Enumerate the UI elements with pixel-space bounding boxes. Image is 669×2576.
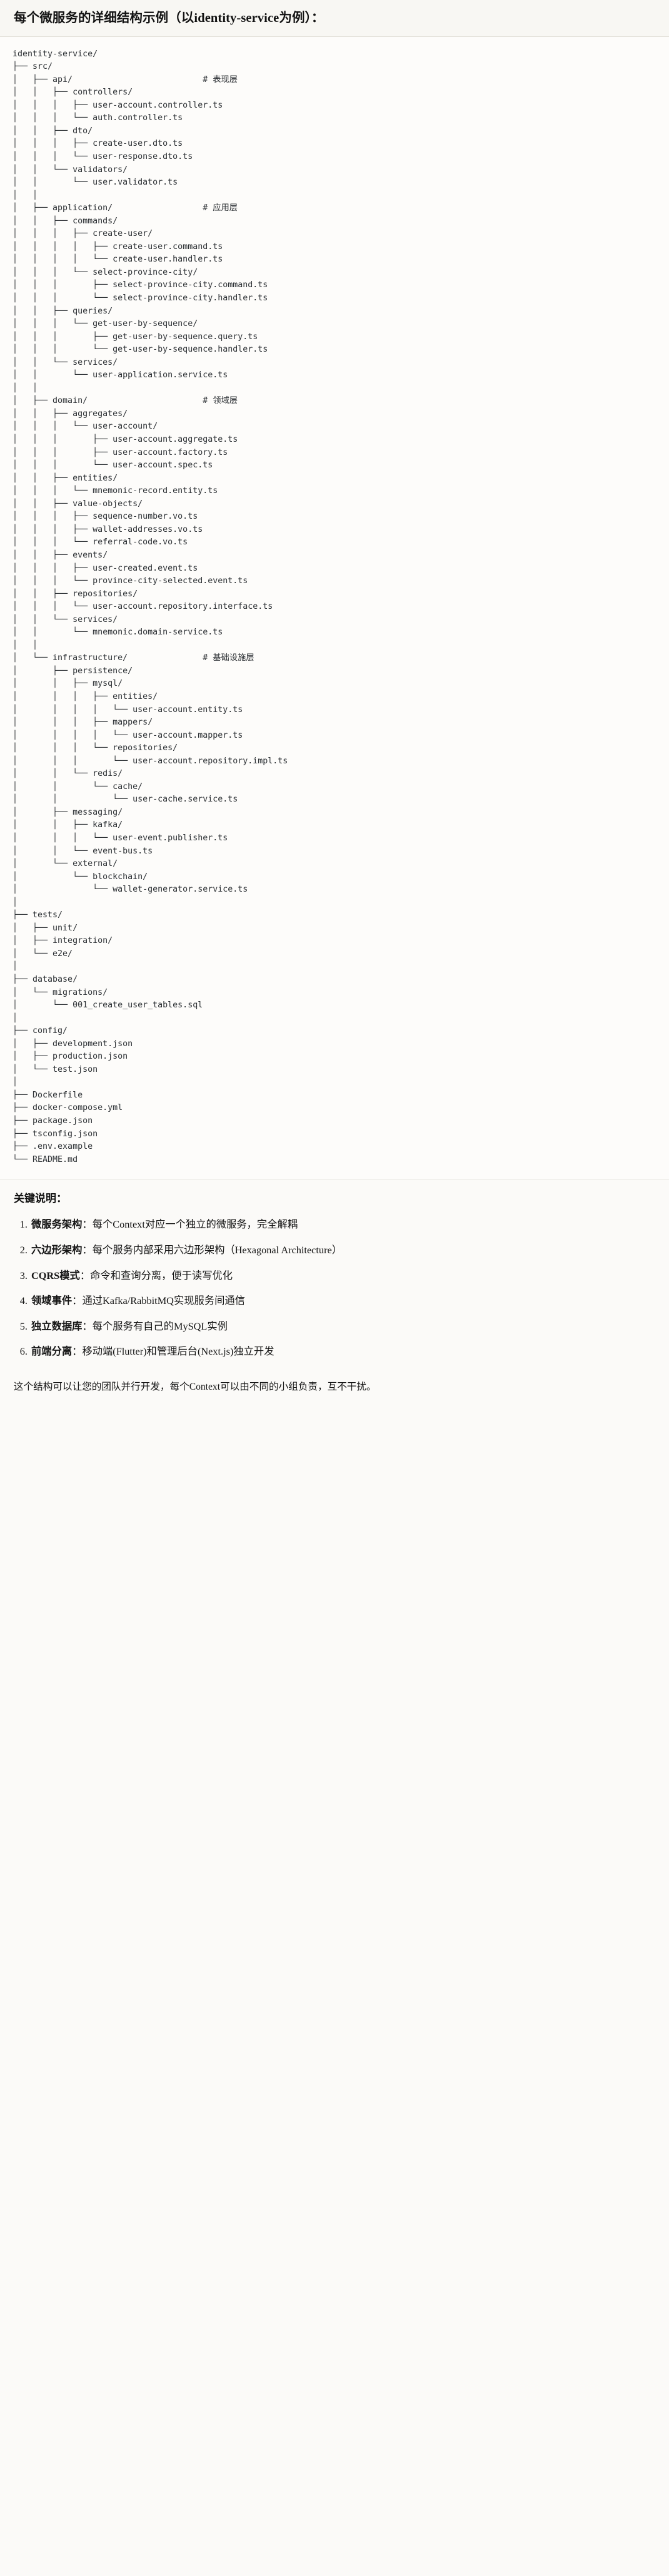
directory-tree-block: identity-service/ ├── src/ │ ├── api/ # …	[0, 36, 669, 1180]
key-point-desc: 命令和查询分离，便于读写优化	[90, 1269, 233, 1281]
list-item: CQRS模式：命令和查询分离，便于读写优化	[30, 1268, 655, 1283]
page-title: 每个微服务的详细结构示例（以identity-service为例）：	[14, 11, 324, 25]
key-point-term: 领域事件	[31, 1295, 73, 1307]
title-bar: 每个微服务的详细结构示例（以identity-service为例）：	[0, 0, 669, 37]
key-point-term: 前端分离	[31, 1345, 73, 1358]
key-points-list: 微服务架构：每个Context对应一个独立的微服务，完全解耦 六边形架构：每个服…	[14, 1217, 655, 1359]
list-item: 微服务架构：每个Context对应一个独立的微服务，完全解耦	[30, 1217, 655, 1232]
key-point-desc: 每个服务内部采用六边形架构（Hexagonal Architecture）	[92, 1243, 342, 1256]
key-points-section: 关键说明： 微服务架构：每个Context对应一个独立的微服务，完全解耦 六边形…	[0, 1179, 669, 1375]
key-point-desc: 通过Kafka/RabbitMQ实现服务间通信	[82, 1295, 245, 1307]
key-point-separator: ：	[72, 1345, 83, 1358]
key-point-separator: ：	[82, 1320, 93, 1332]
key-point-desc: 每个服务有自己的MySQL实例	[92, 1320, 228, 1332]
key-point-separator: ：	[82, 1243, 93, 1256]
key-point-term: 微服务架构	[31, 1218, 83, 1231]
key-point-separator: ：	[82, 1218, 93, 1231]
key-points-heading: 关键说明：	[14, 1193, 67, 1205]
key-point-term: 独立数据库	[31, 1320, 83, 1332]
page-root: 每个微服务的详细结构示例（以identity-service为例）： ident…	[0, 0, 669, 1408]
list-item: 六边形架构：每个服务内部采用六边形架构（Hexagonal Architectu…	[30, 1243, 655, 1258]
key-point-desc: 每个Context对应一个独立的微服务，完全解耦	[92, 1218, 298, 1231]
list-item: 独立数据库：每个服务有自己的MySQL实例	[30, 1319, 655, 1334]
list-item: 前端分离：移动端(Flutter)和管理后台(Next.js)独立开发	[30, 1344, 655, 1359]
key-point-term: CQRS模式	[31, 1269, 80, 1281]
closing-paragraph: 这个结构可以让您的团队并行开发，每个Context可以由不同的小组负责，互不干扰…	[0, 1375, 669, 1408]
list-item: 领域事件：通过Kafka/RabbitMQ实现服务间通信	[30, 1293, 655, 1308]
key-point-separator: ：	[72, 1295, 83, 1307]
key-point-separator: ：	[79, 1269, 91, 1281]
directory-tree: identity-service/ ├── src/ │ ├── api/ # …	[13, 49, 288, 1164]
key-point-desc: 移动端(Flutter)和管理后台(Next.js)独立开发	[82, 1345, 274, 1358]
key-point-term: 六边形架构	[31, 1243, 83, 1256]
